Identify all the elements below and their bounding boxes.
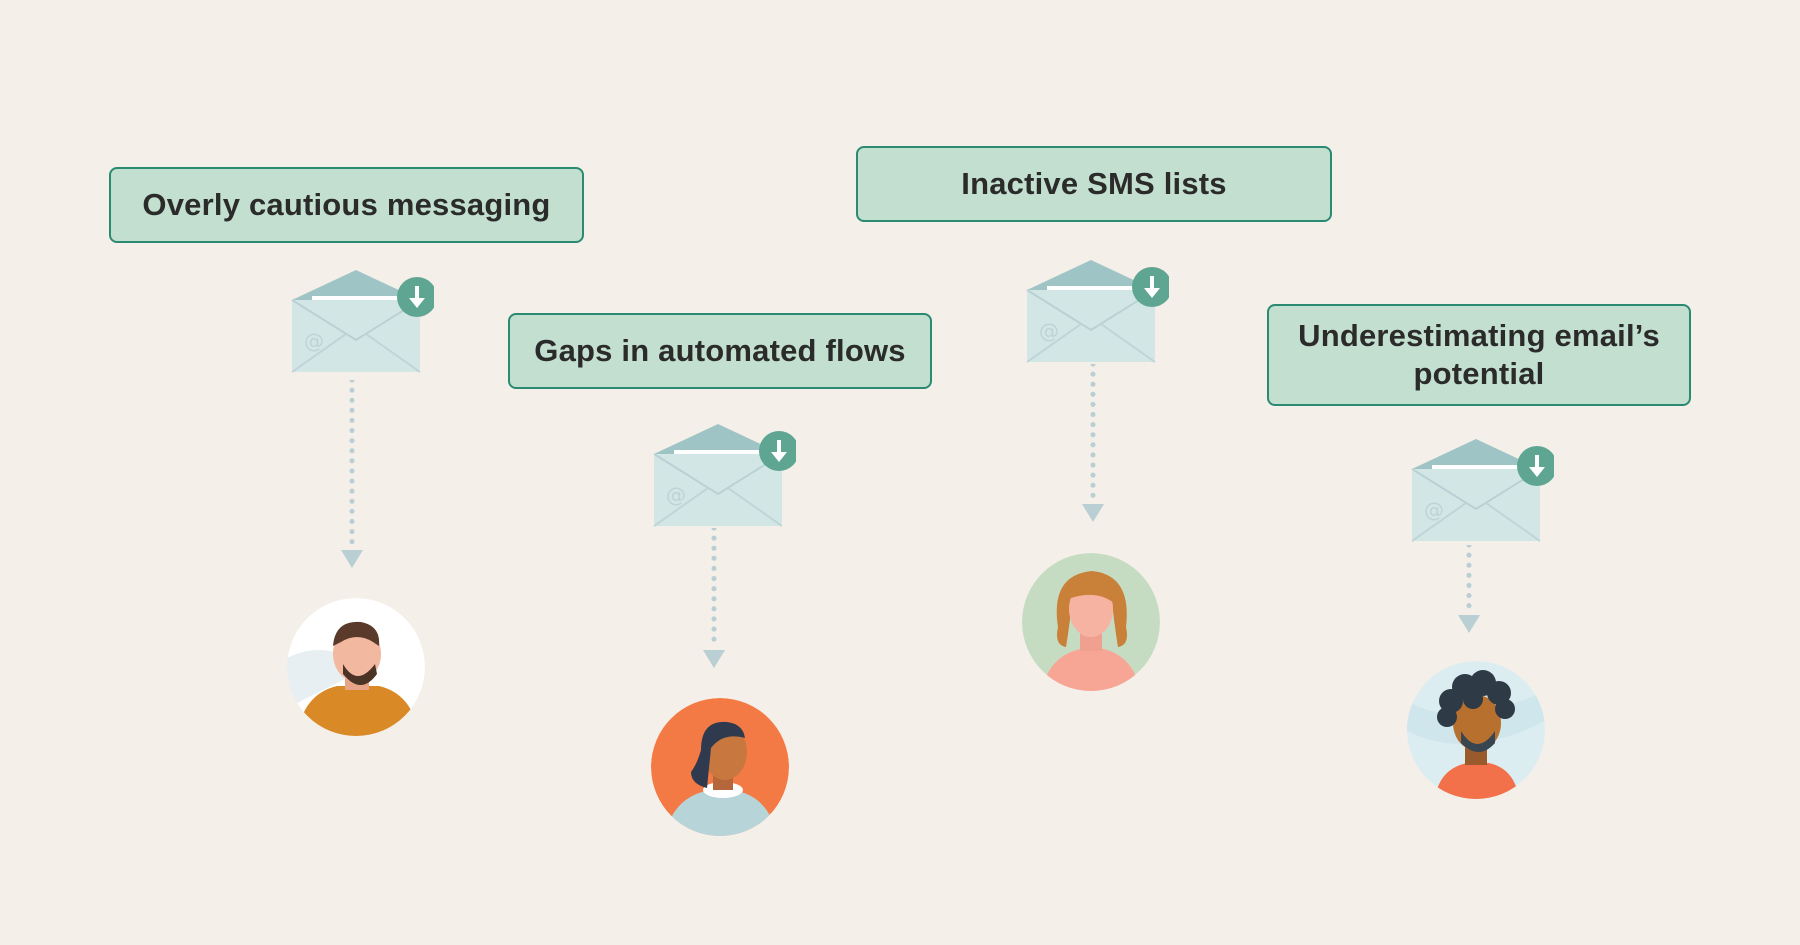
svg-text:@: @ bbox=[666, 483, 686, 507]
person-avatar-woman-blonde bbox=[1022, 553, 1160, 691]
envelope-download-icon: @ bbox=[1404, 433, 1554, 551]
svg-text:@: @ bbox=[1424, 498, 1444, 522]
person-avatar-curly-hair bbox=[1407, 661, 1545, 799]
svg-text:@: @ bbox=[1039, 319, 1059, 343]
person-avatar-woman-dark-hair bbox=[651, 698, 789, 836]
label-overly-cautious-messaging: Overly cautious messaging bbox=[109, 167, 584, 243]
svg-text:@: @ bbox=[304, 329, 324, 353]
label-gaps-in-automated-flows: Gaps in automated flows bbox=[508, 313, 932, 389]
envelope-download-icon: @ bbox=[1019, 254, 1169, 372]
envelope-download-icon: @ bbox=[284, 264, 434, 382]
label-inactive-sms-lists: Inactive SMS lists bbox=[856, 146, 1332, 222]
dotted-arrow-icon bbox=[1078, 364, 1108, 524]
label-underestimating-emails-potential: Underestimating email’s potential bbox=[1267, 304, 1691, 406]
envelope-download-icon: @ bbox=[646, 418, 796, 536]
dotted-arrow-icon bbox=[1454, 545, 1484, 635]
dotted-arrow-icon bbox=[699, 528, 729, 670]
person-avatar-man-beard bbox=[287, 598, 425, 736]
dotted-arrow-icon bbox=[337, 380, 367, 570]
